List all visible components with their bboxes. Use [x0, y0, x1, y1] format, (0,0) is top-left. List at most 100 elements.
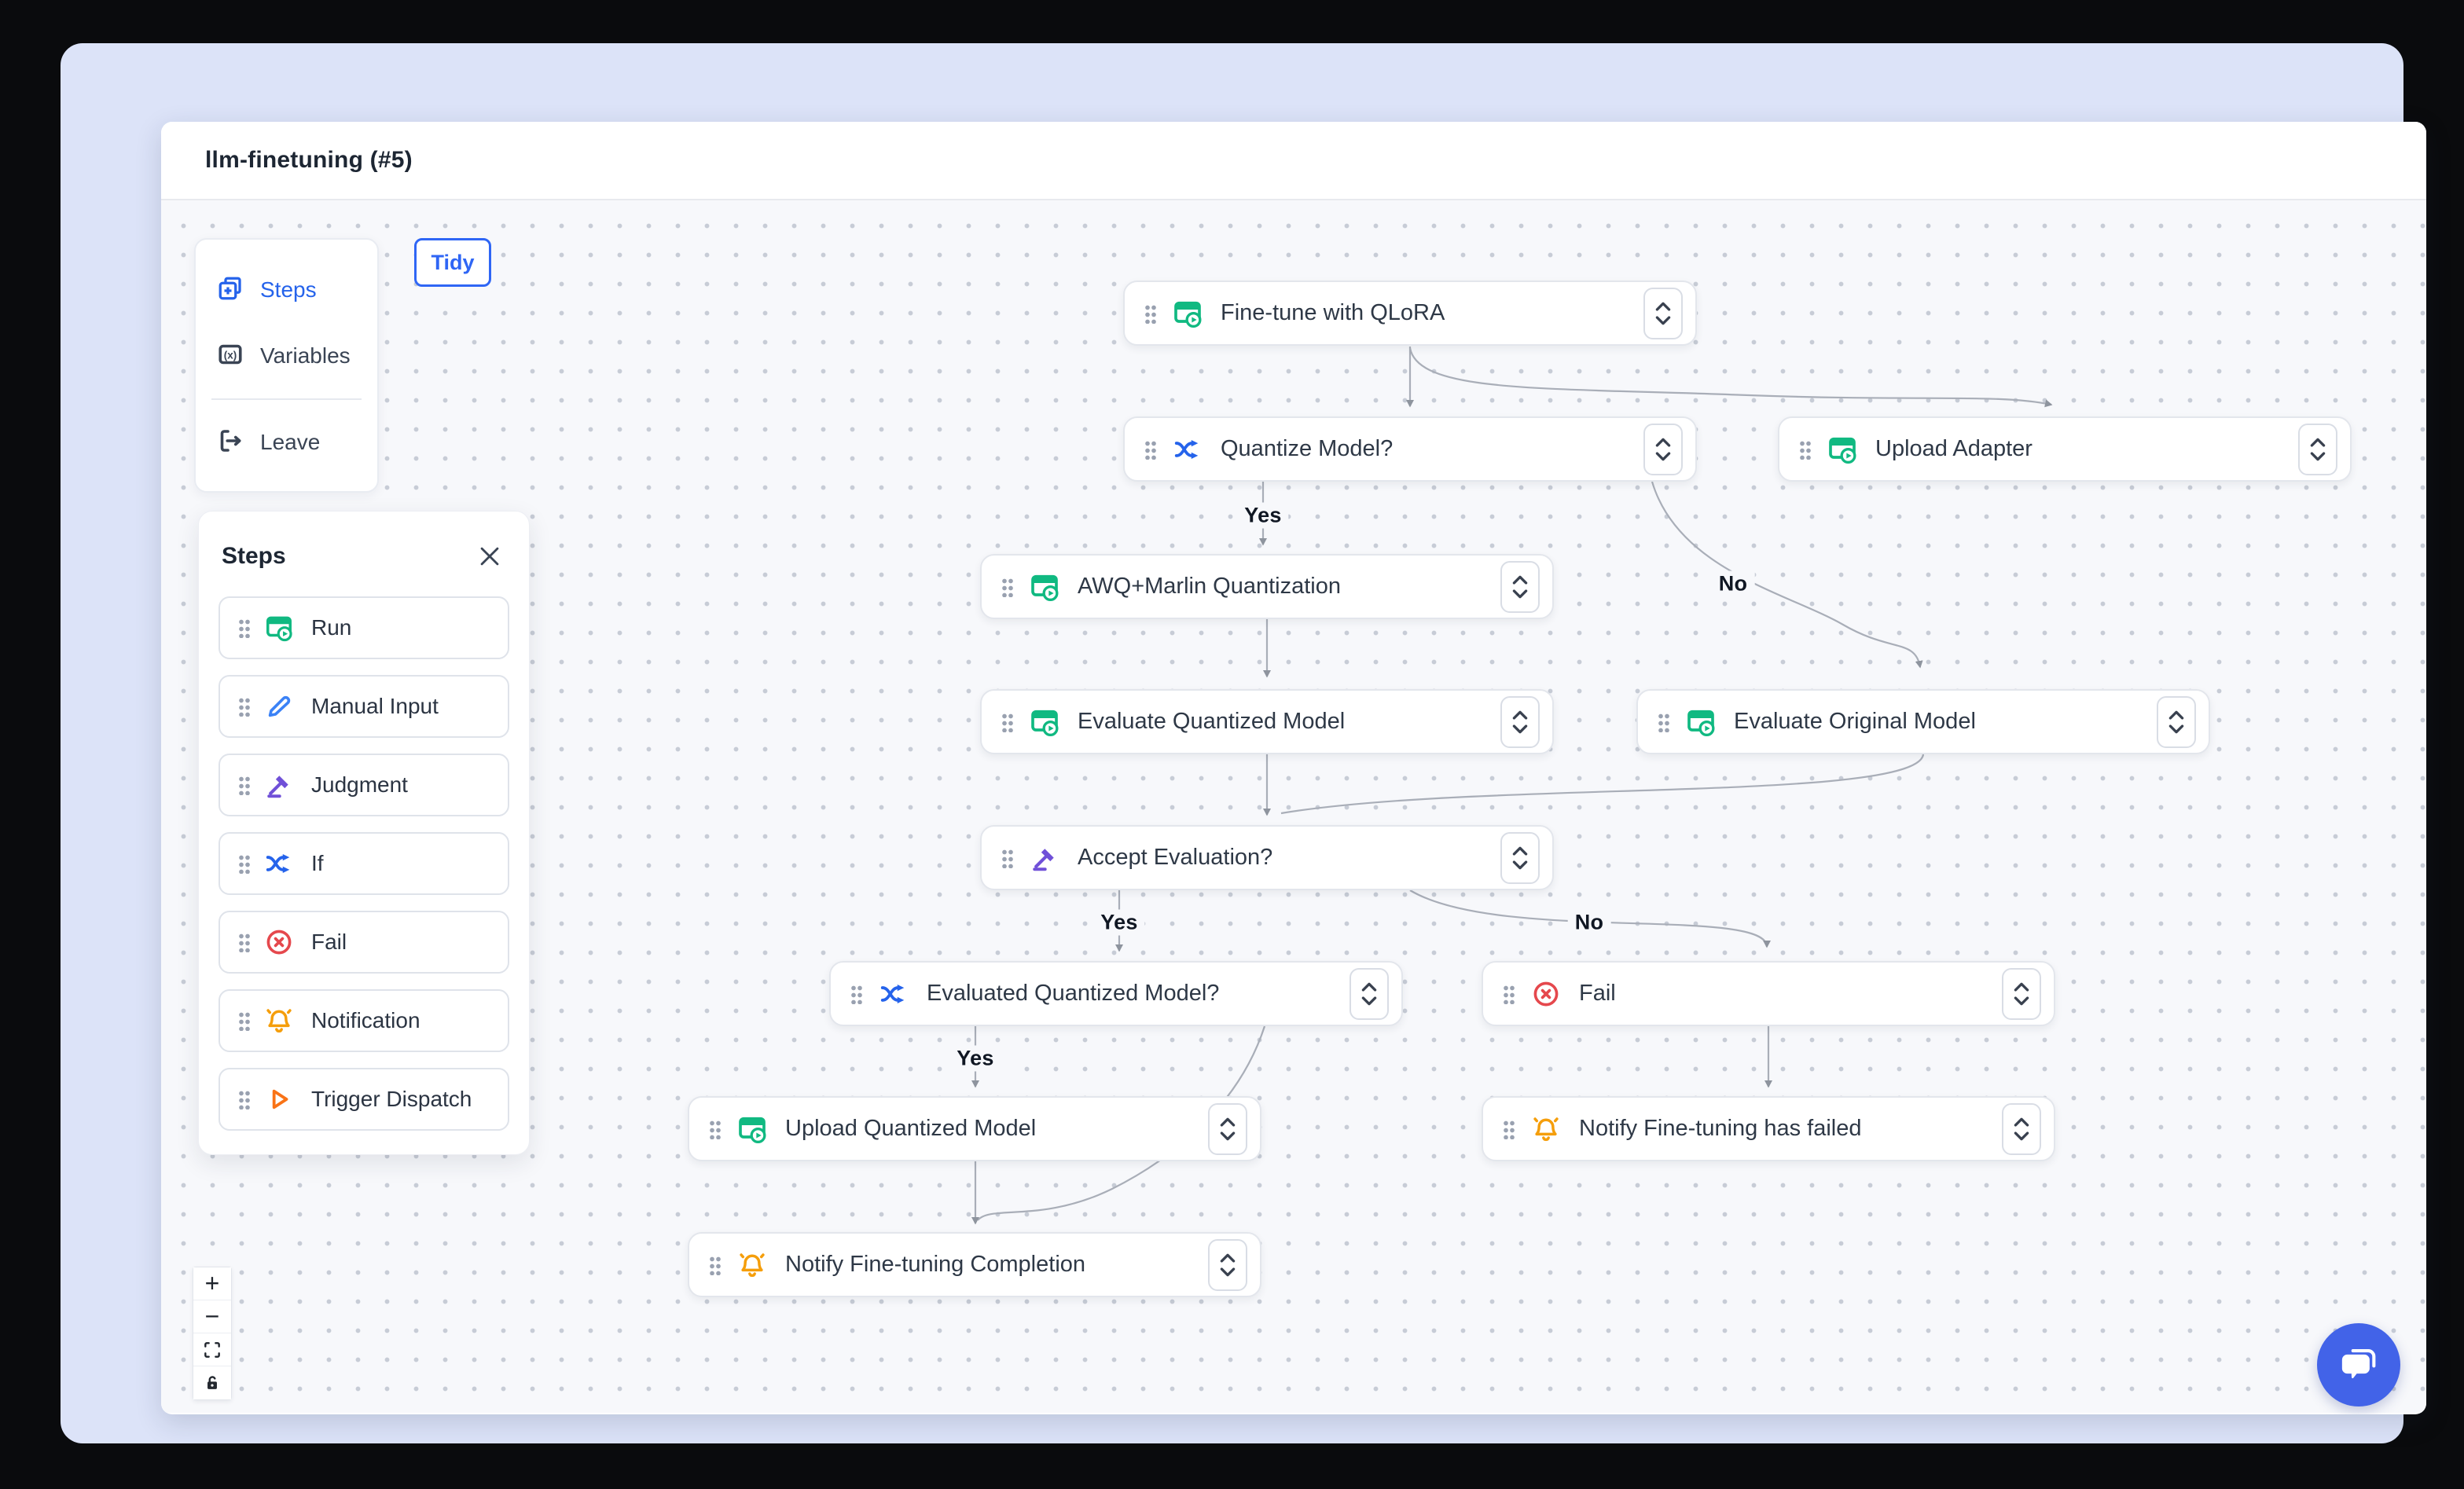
sidebar-item-label: Steps	[260, 277, 317, 302]
workflow-edges	[971, 347, 2053, 1225]
drag-handle-icon[interactable]	[237, 775, 250, 795]
step-label: Trigger Dispatch	[311, 1087, 472, 1111]
node-evaluate-quantized-model[interactable]: Evaluate Quantized Model	[980, 689, 1554, 754]
drag-handle-icon[interactable]	[237, 696, 250, 717]
node-label: Fine-tune with QLoRA	[1221, 300, 1445, 325]
run-icon	[1685, 706, 1717, 738]
step-label: Judgment	[311, 772, 408, 797]
node-awq-marlin-quantization[interactable]: AWQ+Marlin Quantization	[980, 554, 1554, 619]
edge-finetune-uploadadapter	[1408, 347, 2053, 408]
expand-collapse-button[interactable]	[2157, 695, 2196, 748]
node-label: Upload Adapter	[1875, 436, 2033, 461]
node-fine-tune-with-qlora[interactable]: Fine-tune with QLoRA	[1123, 281, 1697, 346]
sidebar-item-variables[interactable]: (x) Variables	[196, 334, 377, 378]
leave-icon	[216, 427, 244, 459]
trigger-dispatch-icon	[264, 1084, 294, 1114]
node-notify-fine-tuning-completion[interactable]: Notify Fine-tuning Completion	[688, 1232, 1261, 1297]
drag-handle-icon[interactable]	[1144, 438, 1156, 460]
drag-handle-icon[interactable]	[237, 932, 250, 952]
tidy-button[interactable]: Tidy	[414, 238, 491, 287]
step-template-notification[interactable]: Notification	[218, 989, 509, 1052]
step-template-manual-input[interactable]: Manual Input	[218, 675, 509, 738]
node-evaluated-quantized-model[interactable]: Evaluated Quantized Model?	[829, 961, 1403, 1026]
run-icon	[264, 613, 294, 643]
drag-handle-icon[interactable]	[1657, 711, 1669, 732]
zoom-out-button[interactable]: −	[193, 1300, 231, 1333]
expand-collapse-button[interactable]	[1643, 287, 1683, 339]
expand-collapse-button[interactable]	[2002, 967, 2041, 1020]
expand-collapse-button[interactable]	[1208, 1238, 1247, 1291]
sidebar-item-label: Leave	[260, 430, 321, 454]
notification-icon	[736, 1249, 768, 1281]
fail-icon	[264, 927, 294, 957]
run-icon	[1029, 571, 1060, 603]
step-template-if[interactable]: If	[218, 832, 509, 895]
drag-handle-icon[interactable]	[1502, 1118, 1515, 1139]
if-icon	[878, 978, 909, 1010]
expand-collapse-button[interactable]	[2298, 423, 2337, 475]
node-upload-adapter[interactable]: Upload Adapter	[1778, 416, 2352, 482]
step-label: If	[311, 851, 324, 875]
node-notify-fine-tuning-has-failed[interactable]: Notify Fine-tuning has failed	[1482, 1096, 2055, 1161]
chat-widget-button[interactable]	[2317, 1323, 2400, 1406]
page-title: llm-finetuning (#5)	[205, 147, 413, 173]
edge-label-yes: Yes	[949, 1045, 1001, 1072]
workflow-canvas[interactable]: Yes No Yes No Yes Fine-tune with QLoRA	[161, 200, 2426, 1413]
expand-collapse-button[interactable]	[1350, 967, 1389, 1020]
drag-handle-icon[interactable]	[850, 983, 862, 1004]
lock-button[interactable]	[193, 1366, 231, 1399]
expand-collapse-button[interactable]	[2002, 1102, 2041, 1155]
node-upload-quantized-model[interactable]: Upload Quantized Model	[688, 1096, 1261, 1161]
drag-handle-icon[interactable]	[1502, 983, 1515, 1004]
pen-icon	[264, 691, 294, 721]
node-label: Fail	[1579, 981, 1616, 1006]
drag-handle-icon[interactable]	[237, 618, 250, 638]
chat-bubble-icon	[2336, 1341, 2381, 1389]
svg-text:(x): (x)	[224, 349, 237, 361]
node-evaluate-original-model[interactable]: Evaluate Original Model	[1636, 689, 2210, 754]
notification-icon	[264, 1006, 294, 1036]
drag-handle-icon[interactable]	[1144, 303, 1156, 324]
step-label: Notification	[311, 1008, 420, 1032]
node-fail[interactable]: Fail	[1482, 961, 2055, 1026]
drag-handle-icon[interactable]	[237, 1089, 250, 1109]
step-label: Run	[311, 615, 352, 640]
sidebar-item-steps[interactable]: Steps	[196, 268, 377, 312]
if-icon	[264, 849, 294, 878]
drag-handle-icon[interactable]	[1001, 847, 1013, 868]
zoom-in-button[interactable]: +	[193, 1267, 231, 1300]
node-accept-evaluation[interactable]: Accept Evaluation?	[980, 825, 1554, 890]
expand-collapse-button[interactable]	[1643, 423, 1683, 475]
drag-handle-icon[interactable]	[708, 1254, 721, 1275]
node-quantize-model[interactable]: Quantize Model?	[1123, 416, 1697, 482]
sidebar-item-leave[interactable]: Leave	[196, 420, 377, 464]
expand-collapse-button[interactable]	[1500, 695, 1540, 748]
node-label: Notify Fine-tuning has failed	[1579, 1116, 1862, 1141]
node-label: Quantize Model?	[1221, 436, 1394, 461]
edge-label-no: No	[1711, 570, 1755, 597]
drag-handle-icon[interactable]	[1798, 438, 1811, 460]
edge-quantize-evalorig-no	[1651, 481, 1923, 669]
close-icon[interactable]	[473, 540, 506, 573]
expand-collapse-button[interactable]	[1500, 831, 1540, 884]
drag-handle-icon[interactable]	[237, 1010, 250, 1031]
steps-icon	[216, 274, 244, 306]
edge-label-yes: Yes	[1237, 502, 1289, 529]
step-label: Fail	[311, 930, 347, 954]
canvas-zoom-controls: + −	[193, 1267, 232, 1400]
drag-handle-icon[interactable]	[708, 1118, 721, 1139]
run-icon	[1172, 298, 1203, 329]
expand-collapse-button[interactable]	[1208, 1102, 1247, 1155]
drag-handle-icon[interactable]	[1001, 711, 1013, 732]
step-template-trigger-dispatch[interactable]: Trigger Dispatch	[218, 1068, 509, 1131]
drag-handle-icon[interactable]	[237, 853, 250, 874]
step-template-run[interactable]: Run	[218, 596, 509, 659]
desktop-background: llm-finetuning (#5)	[61, 43, 2426, 1443]
drag-handle-icon[interactable]	[1001, 576, 1013, 597]
step-template-judgment[interactable]: Judgment	[218, 754, 509, 816]
step-template-fail[interactable]: Fail	[218, 911, 509, 974]
fit-view-button[interactable]	[193, 1333, 231, 1366]
judgment-icon	[1029, 842, 1060, 874]
node-label: Notify Fine-tuning Completion	[785, 1252, 1086, 1277]
expand-collapse-button[interactable]	[1500, 560, 1540, 613]
